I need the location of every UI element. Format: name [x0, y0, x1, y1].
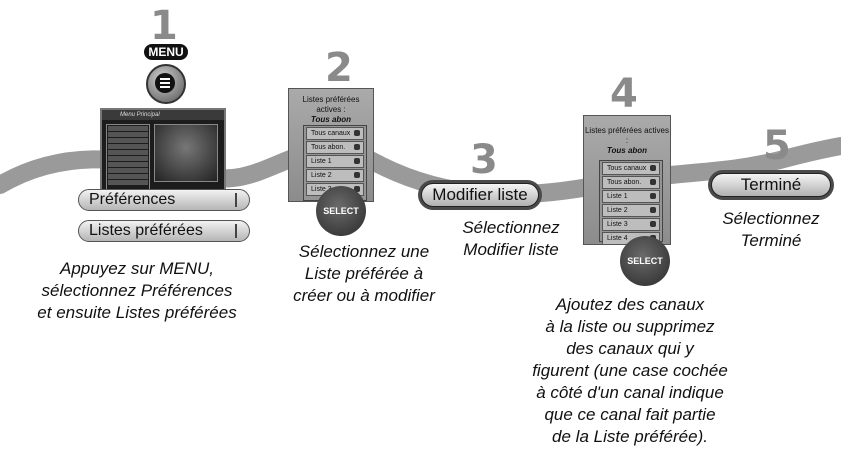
- menu-button[interactable]: [146, 64, 186, 104]
- step-number-4: 4: [610, 71, 638, 117]
- step-number-3: 3: [470, 137, 498, 183]
- done-button[interactable]: Terminé: [708, 170, 834, 200]
- menu-screen-sidebar: [106, 124, 150, 192]
- preferences-label: Préférences: [89, 191, 176, 208]
- select-button-step-4[interactable]: SELECT: [620, 236, 670, 286]
- list-item[interactable]: Tous canaux: [306, 127, 364, 140]
- menu-screen-title: Menu Principal: [102, 110, 224, 120]
- done-label: Terminé: [740, 175, 802, 194]
- caption-step-1: Appuyez sur MENU, sélectionnez Préférenc…: [37, 259, 237, 322]
- list-item[interactable]: Tous canaux: [602, 162, 660, 175]
- caption-step-2: Sélectionnez une Liste préférée à créer …: [293, 242, 435, 305]
- menu-label-badge: MENU: [144, 44, 188, 60]
- caption-step-4: Ajoutez des canaux à la liste ou supprim…: [532, 295, 728, 446]
- panel4-list: Tous canaux Tous abon. Liste 1 Liste 2 L…: [599, 160, 663, 245]
- panel4-subheader: Tous abon: [606, 146, 648, 155]
- list-item[interactable]: Liste 2: [306, 169, 364, 182]
- step-number-2: 2: [325, 45, 353, 91]
- favorite-lists-panel-step-2: Listes préférées actives :Tous abon Tous…: [288, 88, 374, 202]
- list-item[interactable]: Liste 1: [602, 190, 660, 203]
- panel4-header: Listes préférées actives :: [584, 126, 670, 145]
- caption-step-3: Sélectionnez Modifier liste: [462, 218, 560, 259]
- caption-step-5: Sélectionnez Terminé: [722, 209, 820, 250]
- favorite-lists-panel-step-4: Listes préférées actives :Tous abon Tous…: [583, 115, 671, 245]
- list-item[interactable]: Liste 2: [602, 204, 660, 217]
- list-item[interactable]: Liste 1: [306, 155, 364, 168]
- menu-principal-screen: Menu Principal: [100, 108, 226, 194]
- step-number-5: 5: [763, 123, 791, 169]
- favorite-lists-label: Listes préférées: [89, 222, 203, 239]
- modify-list-label: Modifier liste: [432, 185, 528, 204]
- favorite-lists-button[interactable]: Listes préférées: [78, 220, 250, 242]
- panel2-subheader: Tous abon: [310, 115, 352, 124]
- step-number-1: 1: [150, 3, 178, 49]
- modify-list-button[interactable]: Modifier liste: [418, 180, 542, 210]
- preferences-button[interactable]: Préférences: [78, 189, 250, 211]
- menu-icon: [155, 73, 175, 93]
- panel2-list: Tous canaux Tous abon. Liste 1 Liste 2 L…: [303, 125, 367, 201]
- list-item[interactable]: Tous abon.: [602, 176, 660, 189]
- panel2-header: Listes préférées actives :: [302, 95, 360, 114]
- list-item[interactable]: Tous abon.: [306, 141, 364, 154]
- select-button-step-2[interactable]: SELECT: [316, 186, 366, 236]
- menu-screen-preview: [154, 124, 218, 182]
- list-item[interactable]: Liste 3: [602, 218, 660, 231]
